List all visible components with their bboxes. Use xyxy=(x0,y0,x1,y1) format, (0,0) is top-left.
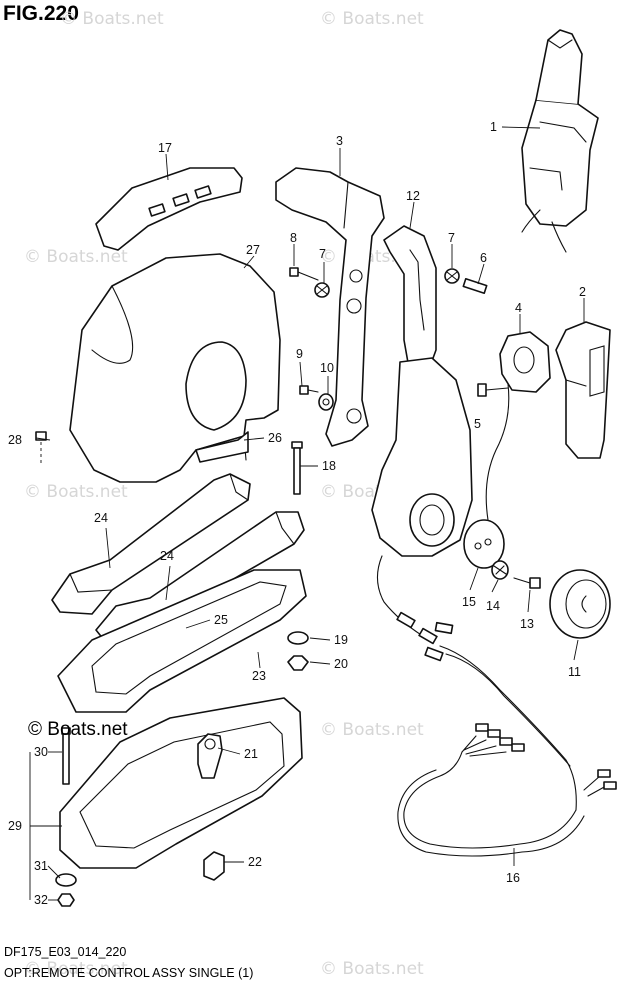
watermark: © Boats.net xyxy=(320,959,424,979)
part-16-wiring-harness xyxy=(376,555,617,857)
callout-19: 19 xyxy=(334,633,348,647)
part-3-lever-arm xyxy=(275,167,385,447)
part-19-washer xyxy=(287,631,309,645)
callout-7-right: 7 xyxy=(448,231,455,245)
callout-23: 23 xyxy=(252,669,266,683)
callout-24-lower: 24 xyxy=(160,549,174,563)
part-17-top-cover xyxy=(95,167,243,251)
part-10-washer xyxy=(318,393,334,411)
watermark-layer: © Boats.net © Boats.net © Boats.net © Bo… xyxy=(24,9,424,979)
part-14-washer xyxy=(491,560,509,580)
part-22-clip xyxy=(203,851,225,881)
callout-24-upper: 24 xyxy=(94,511,108,525)
callout-2: 2 xyxy=(579,285,586,299)
callout-17: 17 xyxy=(158,141,172,155)
part-9-screw xyxy=(299,385,319,395)
callout-12: 12 xyxy=(406,189,420,203)
watermark: © Boats.net xyxy=(24,482,128,502)
callout-3: 3 xyxy=(336,134,343,148)
callout-7-left: 7 xyxy=(319,247,326,261)
callout-27: 27 xyxy=(246,243,260,257)
callout-22: 22 xyxy=(248,855,262,869)
callout-numbers: 1 2 3 4 5 6 7 7 8 9 10 11 12 13 14 15 16… xyxy=(8,120,586,907)
callout-4: 4 xyxy=(515,301,522,315)
callout-30: 30 xyxy=(34,745,48,759)
callout-13: 13 xyxy=(520,617,534,631)
part-32-nut xyxy=(57,893,75,907)
callout-20: 20 xyxy=(334,657,348,671)
callout-5: 5 xyxy=(474,417,481,431)
callout-9: 9 xyxy=(296,347,303,361)
part-31-washer xyxy=(55,873,77,887)
part-2-grip xyxy=(555,321,611,459)
callout-14: 14 xyxy=(486,599,500,613)
callout-21: 21 xyxy=(244,747,258,761)
part-20-nut xyxy=(287,655,309,671)
part-26-bracket xyxy=(195,431,249,463)
callout-10: 10 xyxy=(320,361,334,375)
part-23-gasket xyxy=(57,569,307,713)
watermark: © Boats.net xyxy=(60,9,164,29)
part-24-bracket-upper xyxy=(51,473,251,615)
part-7-washer-right xyxy=(444,268,460,284)
callout-25: 25 xyxy=(214,613,228,627)
leader-lines xyxy=(29,126,585,901)
part-21-clip xyxy=(197,733,223,779)
callout-28: 28 xyxy=(8,433,22,447)
part-8-screw xyxy=(289,267,319,281)
part-4-neutral-switch xyxy=(485,331,551,521)
part-18-bolt xyxy=(291,441,303,495)
callout-16: 16 xyxy=(506,871,520,885)
copyright-notice: © Boats.net xyxy=(28,719,128,740)
callout-26: 26 xyxy=(268,431,282,445)
figure-caption: OPT:REMOTE CONTROL ASSY SINGLE (1) xyxy=(4,966,254,980)
callout-8: 8 xyxy=(290,231,297,245)
callout-18: 18 xyxy=(322,459,336,473)
part-12-control-arm xyxy=(383,225,437,375)
part-7-washer-left xyxy=(314,282,330,298)
part-1-remote-control-unit xyxy=(521,29,599,253)
part-5-screw xyxy=(477,383,509,397)
callout-15: 15 xyxy=(462,595,476,609)
part-27-cover-housing xyxy=(69,253,281,483)
callout-29: 29 xyxy=(8,819,22,833)
watermark: © Boats.net xyxy=(24,247,128,267)
watermark: © Boats.net xyxy=(320,720,424,740)
callout-32: 32 xyxy=(34,893,48,907)
part-29-base-plate xyxy=(59,697,303,869)
part-28-screw xyxy=(35,431,47,466)
figure-code: DF175_E03_014_220 xyxy=(4,945,127,959)
watermark: © Boats.net xyxy=(24,959,128,979)
figure-title: FIG.220 xyxy=(3,2,79,25)
part-11-cap xyxy=(549,569,611,639)
part-13-screw xyxy=(513,577,541,589)
part-30-bolt xyxy=(61,727,71,785)
part-15-plate xyxy=(463,519,505,569)
callout-31: 31 xyxy=(34,859,48,873)
part-6-screw xyxy=(462,277,488,295)
callout-1: 1 xyxy=(490,120,497,134)
callout-6: 6 xyxy=(480,251,487,265)
watermark: © Boats.net xyxy=(320,9,424,29)
callout-11: 11 xyxy=(568,665,581,679)
control-body-housing xyxy=(371,357,473,557)
